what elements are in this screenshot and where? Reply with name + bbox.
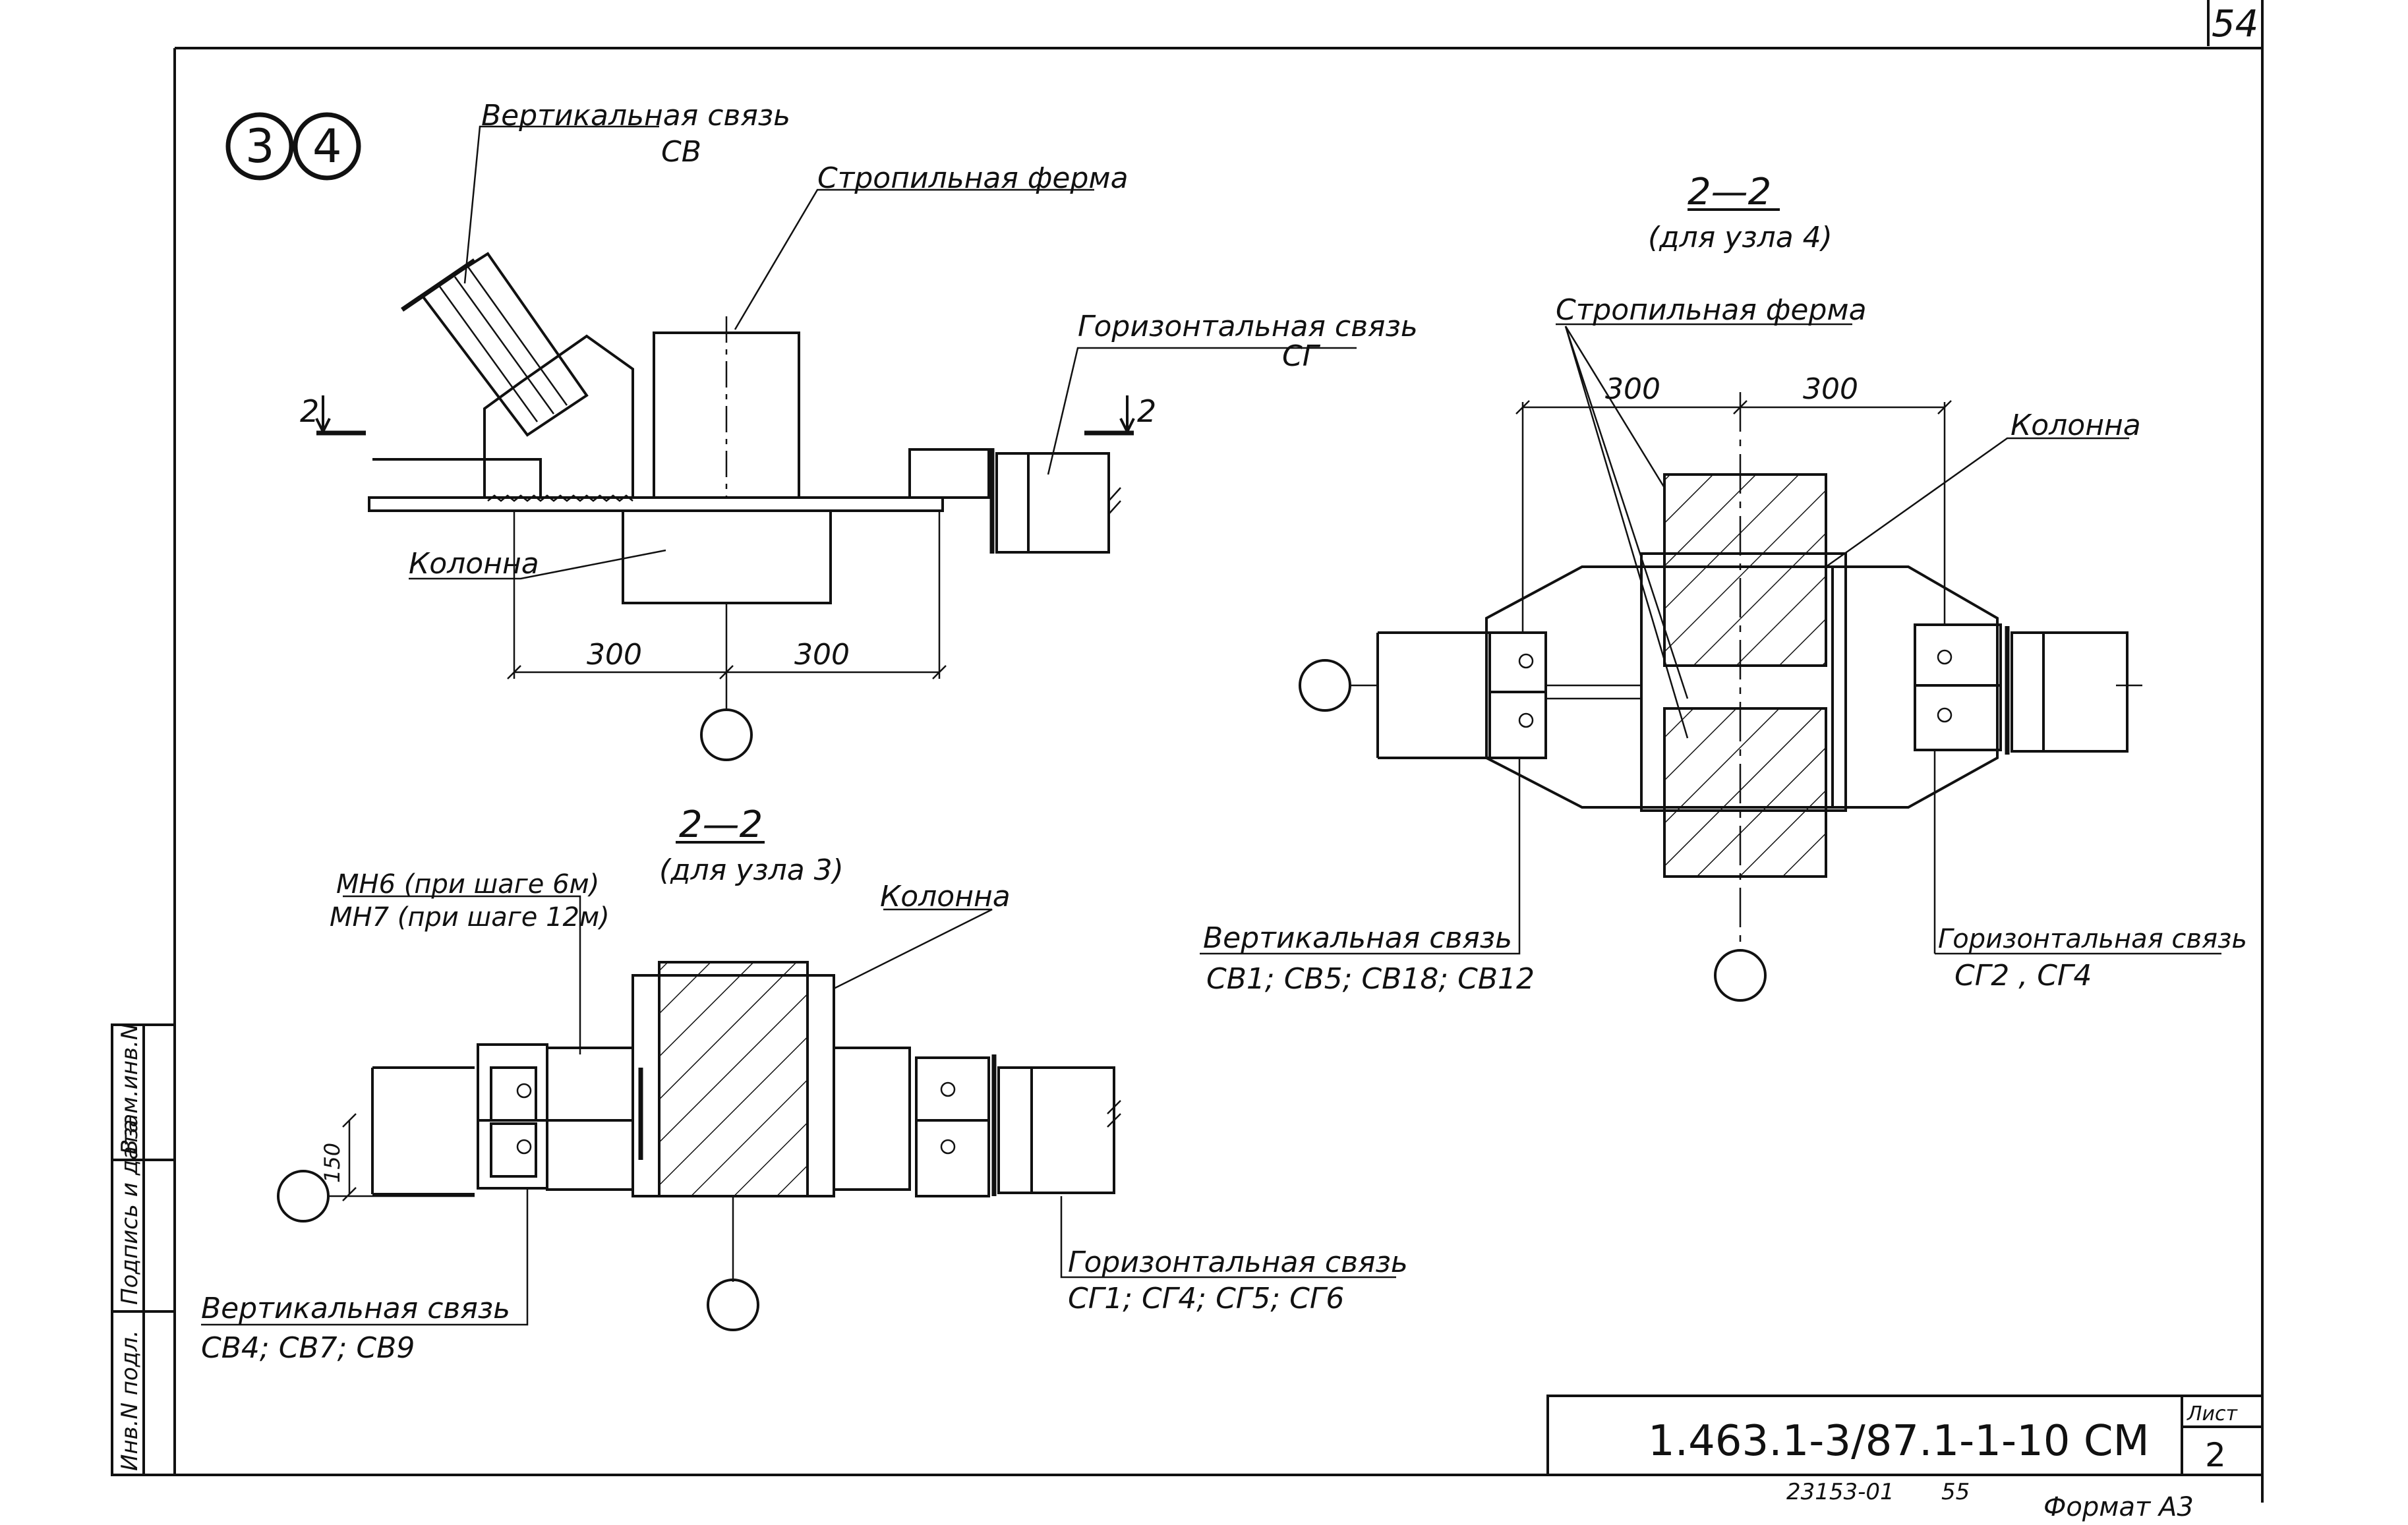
stamp-vzam-inv: Взам.инв.N [117, 1023, 143, 1155]
node3-label-horizontal-brace: Горизонтальная связь [1068, 1246, 1408, 1279]
sheet-label: Лист [2187, 1402, 2239, 1425]
section-mark-left: 2 [300, 393, 319, 429]
top-label-vertical-brace: Вертикальная связь [481, 99, 790, 132]
section-mark-right: 2 [1137, 393, 1156, 429]
node4-label-vertical-brace: Вертикальная связь [1203, 921, 1512, 955]
node3-label-horizontal-brace-codes: СГ1; СГ4; СГ5; СГ6 [1068, 1282, 1344, 1315]
format-label: Формат А3 [2043, 1492, 2194, 1522]
section-node3-drawing [201, 841, 1396, 1331]
top-label-column: Колонна [409, 547, 539, 581]
node4-dim-left: 300 [1605, 372, 1660, 406]
node4-label-vertical-brace-codes: СВ1; СВ5; СВ18; СВ12 [1206, 962, 1535, 996]
top-label-horizontal-brace: Горизонтальная связь [1078, 310, 1418, 343]
archive-page: 55 [1941, 1479, 1970, 1505]
top-label-horizontal-brace-code: СГ [1282, 339, 1321, 373]
node3-label-column: Колонна [880, 880, 1011, 913]
node4-label-column: Колонна [2011, 409, 2141, 442]
top-dim-right: 300 [794, 638, 850, 672]
node3-dim-150: 150 [320, 1143, 345, 1183]
archive-number: 23153-01 [1786, 1479, 1894, 1505]
node3-label-vertical-brace: Вертикальная связь [201, 1292, 510, 1325]
title-block [1546, 1395, 2264, 1476]
section-node4-drawing [1200, 208, 2221, 1002]
side-stamp [111, 1023, 176, 1476]
node3-label-mn7: МН7 (при шаге 12м) [330, 902, 610, 933]
top-label-truss: Стропильная ферма [817, 161, 1129, 195]
sheet-value: 2 [2205, 1436, 2226, 1474]
document-designation: 1.463.1-3/87.1-1-10 СМ [1648, 1417, 2150, 1466]
top-view-drawing [315, 125, 1357, 761]
top-dim-left: 300 [587, 638, 642, 672]
top-label-vertical-brace-code: СВ [661, 135, 701, 169]
node3-title: 2—2 [679, 803, 763, 846]
node3-label-vertical-brace-codes: СВ4; СВ7; СВ9 [201, 1331, 415, 1365]
node4-title: 2—2 [1688, 171, 1771, 214]
stamp-inv-podl: Инв.N подл. [117, 1330, 143, 1471]
node4-label-horizontal-brace: Горизонтальная связь [1938, 924, 2247, 954]
node4-subtitle: (для узла 4) [1648, 221, 1833, 254]
node-id-3: 3 [245, 119, 275, 173]
node3-label-mn6: МН6 (при шаге 6м) [336, 869, 599, 900]
node4-label-truss: Стропильная ферма [1556, 293, 1867, 327]
node-id-badges [225, 112, 361, 181]
sheet-number-top: 54 [2212, 3, 2258, 45]
node-id-4: 4 [312, 119, 342, 173]
node3-subtitle: (для узла 3) [659, 853, 844, 887]
stamp-podpis-data: Подпись и дата [117, 1119, 143, 1305]
node4-dim-right: 300 [1803, 372, 1858, 406]
node4-label-horizontal-brace-codes: СГ2 , СГ4 [1954, 959, 2092, 993]
